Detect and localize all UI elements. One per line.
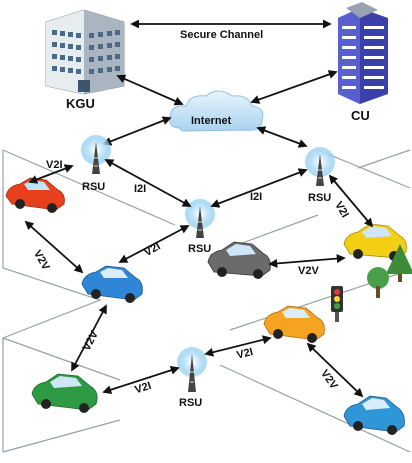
secure-channel-label: Secure Channel bbox=[180, 29, 263, 41]
car-blue-icon bbox=[81, 265, 143, 303]
car-blue-2-icon bbox=[343, 395, 405, 435]
kgu-internet-arrow bbox=[116, 74, 184, 106]
car-green-icon bbox=[31, 373, 98, 413]
v2v-bottom-left-label: V2V bbox=[81, 328, 102, 353]
v2i-middle-arrow bbox=[118, 225, 190, 263]
rsu-middle-label: RSU bbox=[188, 243, 211, 255]
kgu-building-icon bbox=[45, 9, 125, 95]
cu-internet-arrow bbox=[250, 70, 338, 104]
v2i-middle-label: V2I bbox=[142, 240, 162, 259]
kgu-label: KGU bbox=[66, 96, 95, 111]
tree-icon bbox=[367, 244, 412, 298]
v2v-right-arrow bbox=[268, 254, 346, 268]
rsu-right-label: RSU bbox=[308, 192, 331, 204]
rsu-middle-icon bbox=[185, 199, 215, 238]
internet-rsu-right-arrow bbox=[256, 126, 308, 148]
cu-label: CU bbox=[351, 108, 370, 123]
car-gray-icon bbox=[207, 241, 271, 279]
traffic-light-icon bbox=[331, 286, 343, 322]
internet-label: Internet bbox=[191, 115, 232, 127]
rsu-left-label: RSU bbox=[82, 181, 105, 193]
v2i-right-arrow bbox=[328, 174, 374, 228]
v2i-left-arrow bbox=[28, 164, 74, 184]
i2i-right-arrow bbox=[210, 168, 308, 208]
rsu-left-icon bbox=[81, 135, 111, 174]
rsu-right-icon bbox=[305, 147, 335, 186]
v2i-bottom-left-label: V2I bbox=[133, 380, 152, 397]
i2i-left-label: I2I bbox=[134, 183, 146, 195]
v2i-right-label: V2I bbox=[332, 200, 351, 220]
v2i-bottom-right-arrow bbox=[204, 335, 272, 357]
v2v-left-label: V2V bbox=[31, 248, 52, 273]
v2i-bottom-right-label: V2I bbox=[235, 346, 254, 362]
rsu-bottom-label: RSU bbox=[179, 397, 202, 409]
v2i-left-label: V2I bbox=[46, 159, 63, 171]
i2i-right-label: I2I bbox=[250, 191, 262, 203]
v2v-bottom-right-arrow bbox=[306, 342, 364, 398]
v2v-left-arrow bbox=[24, 220, 84, 274]
car-red-icon bbox=[5, 177, 65, 213]
cu-building-icon bbox=[338, 2, 388, 104]
car-orange-icon bbox=[263, 305, 325, 343]
v2v-right-label: V2V bbox=[298, 265, 319, 277]
internet-cloud-icon bbox=[169, 90, 264, 132]
i2i-left-arrow bbox=[104, 159, 192, 207]
internet-rsu-left-arrow bbox=[102, 116, 172, 146]
rsu-bottom-icon bbox=[177, 347, 207, 392]
v2i-bottom-left-arrow bbox=[102, 365, 180, 395]
v2v-bottom-left-arrow bbox=[71, 304, 107, 372]
